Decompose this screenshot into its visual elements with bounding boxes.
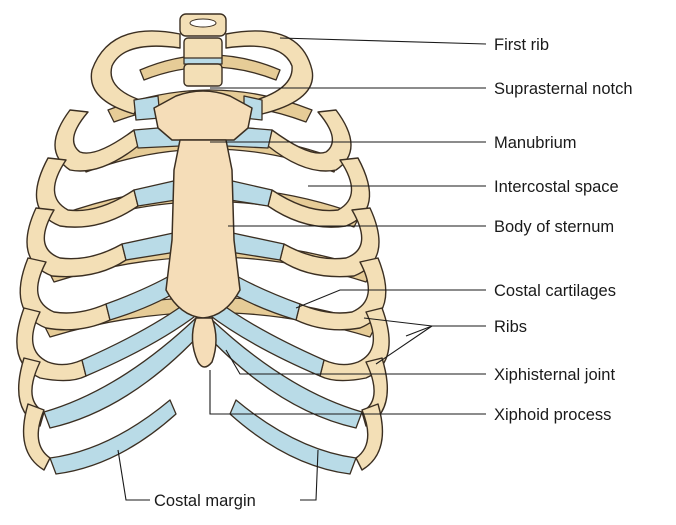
- label-manubrium: Manubrium: [494, 134, 577, 152]
- vertebra: [180, 14, 226, 86]
- label-costal-cartilages: Costal cartilages: [494, 282, 616, 300]
- rib-cage-illustration: [17, 14, 389, 474]
- label-suprasternal-notch: Suprasternal notch: [494, 80, 633, 98]
- label-body-of-sternum: Body of sternum: [494, 218, 614, 236]
- label-costal-margin: Costal margin: [154, 492, 256, 510]
- label-intercostal-space: Intercostal space: [494, 178, 619, 196]
- label-ribs: Ribs: [494, 318, 527, 336]
- label-xiphisternal-joint: Xiphisternal joint: [494, 366, 615, 384]
- label-xiphoid-process: Xiphoid process: [494, 406, 611, 424]
- xiphoid-shape: [192, 318, 216, 367]
- sternum-body-shape: [166, 140, 240, 318]
- label-first-rib: First rib: [494, 36, 549, 54]
